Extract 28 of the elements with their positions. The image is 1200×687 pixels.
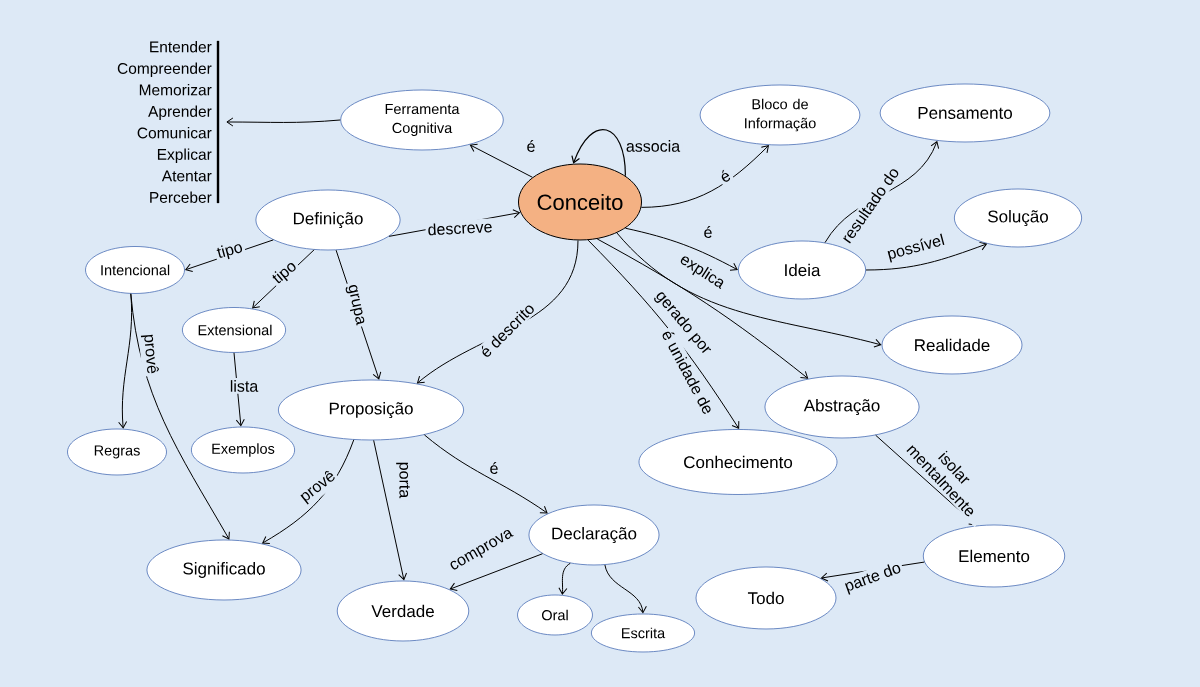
arrow bbox=[423, 434, 548, 514]
arrow bbox=[558, 562, 571, 595]
arrow bbox=[640, 145, 769, 208]
arrow bbox=[616, 232, 882, 348]
edge-label: parte do bbox=[840, 558, 906, 598]
edge-label: tipo bbox=[213, 238, 247, 264]
arrow bbox=[373, 439, 407, 581]
arrow bbox=[596, 238, 809, 379]
arrow bbox=[571, 129, 626, 177]
arrow bbox=[130, 293, 230, 540]
word-list: Entender Compreender Memorizar Aprender Comunicar Explicar Atentar Perceber bbox=[117, 41, 212, 203]
edge-label: tipo bbox=[267, 256, 303, 290]
edge-label: lista bbox=[227, 378, 261, 394]
arrow bbox=[865, 241, 987, 271]
arrow bbox=[587, 239, 740, 429]
arrow bbox=[449, 553, 543, 592]
arrow bbox=[469, 143, 533, 178]
arrow bbox=[604, 564, 647, 614]
edge-label: grupa bbox=[342, 281, 368, 329]
edge-label: é bbox=[715, 165, 735, 187]
edge-label: porta bbox=[394, 459, 412, 501]
arrow bbox=[233, 352, 245, 427]
edge-label: provê bbox=[138, 331, 162, 377]
arrow bbox=[624, 227, 738, 271]
edge-label: associa bbox=[623, 138, 683, 154]
edge-label: descreve bbox=[425, 218, 495, 238]
arrow bbox=[262, 439, 355, 544]
arrow bbox=[226, 117, 341, 127]
